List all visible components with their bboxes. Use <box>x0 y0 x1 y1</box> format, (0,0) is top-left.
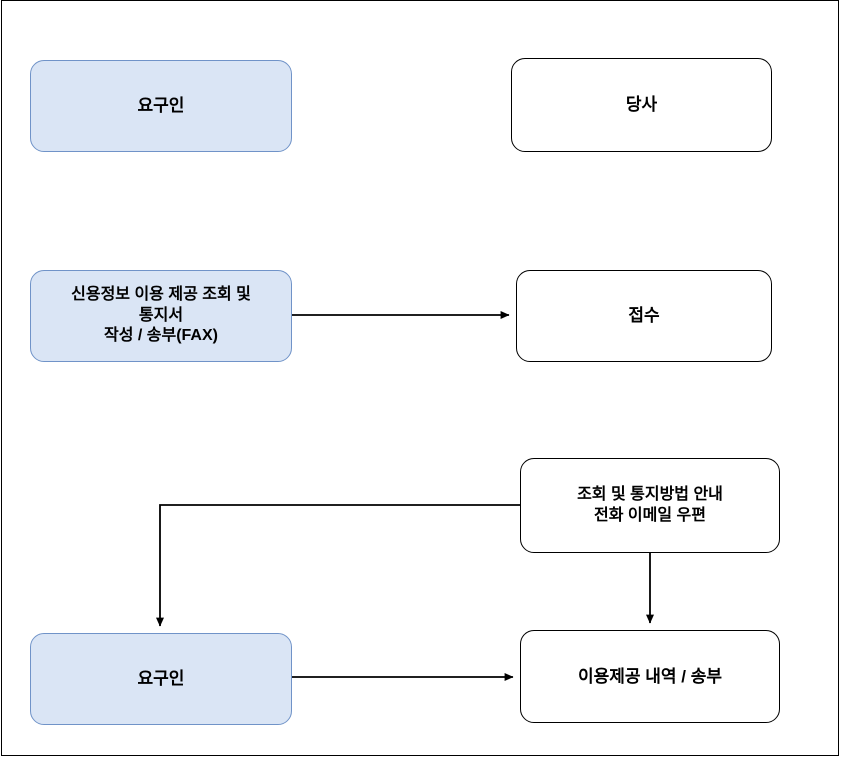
node-our-company[interactable]: 당사 <box>511 58 772 152</box>
node-line: 신용정보 이용 제공 조회 및 <box>71 286 251 304</box>
connector-guide-to-requester-bottom <box>156 504 520 627</box>
node-line: 당사 <box>625 95 658 115</box>
node-line: 작성 / 송부(FAX) <box>104 327 218 345</box>
node-line: 요구인 <box>137 669 185 689</box>
node-label-requester-bottom: 요구인 <box>37 668 285 690</box>
node-requester-top[interactable]: 요구인 <box>30 60 292 152</box>
node-reception[interactable]: 접수 <box>516 270 772 362</box>
node-line: 요구인 <box>137 96 185 116</box>
node-requester-bottom[interactable]: 요구인 <box>30 633 292 725</box>
node-label-credit-info-request-form: 신용정보 이용 제공 조회 및 통지서 작성 / 송부(FAX) <box>37 285 285 346</box>
node-credit-info-request-form[interactable]: 신용정보 이용 제공 조회 및 통지서 작성 / 송부(FAX) <box>30 270 292 362</box>
node-line: 이용제공 내역 / 송부 <box>577 666 722 686</box>
node-inquiry-notice-method-guide[interactable]: 조회 및 통지방법 안내 전화 이메일 우편 <box>520 458 780 553</box>
node-label-reception: 접수 <box>523 305 765 327</box>
node-label-requester-top: 요구인 <box>37 95 285 117</box>
node-usage-provision-details-delivery[interactable]: 이용제공 내역 / 송부 <box>520 630 780 723</box>
node-label-inquiry-notice-method-guide: 조회 및 통지방법 안내 전화 이메일 우편 <box>527 485 773 526</box>
node-line: 조회 및 통지방법 안내 <box>577 486 723 504</box>
node-label-usage-provision-details-delivery: 이용제공 내역 / 송부 <box>527 666 773 688</box>
node-line: 통지서 <box>138 306 184 324</box>
node-label-our-company: 당사 <box>518 94 765 116</box>
node-line: 접수 <box>628 306 660 326</box>
node-line: 전화 이메일 우편 <box>594 506 706 524</box>
